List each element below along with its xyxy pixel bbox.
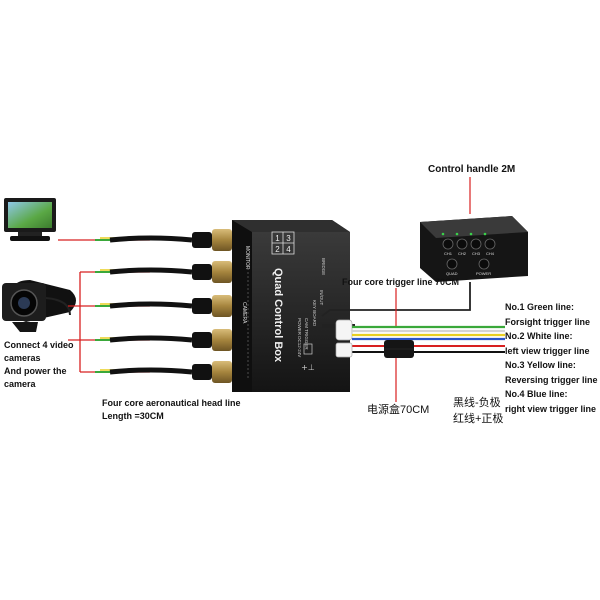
cable-4-boot bbox=[192, 332, 212, 348]
camera-mount bbox=[12, 322, 38, 332]
legend-line-6: Reversing trigger line bbox=[505, 374, 598, 385]
channel-number-3: 3 bbox=[286, 234, 291, 243]
camera-cable bbox=[45, 297, 71, 316]
cable-5-jacket bbox=[109, 367, 193, 375]
handle-button-power bbox=[478, 258, 490, 270]
aero-line-label-2: Length =30CM bbox=[102, 411, 164, 422]
trigger-plug bbox=[335, 319, 353, 341]
box-top-edge bbox=[232, 220, 350, 232]
handle-label-power: POWER bbox=[476, 271, 491, 276]
monitor-stand bbox=[10, 236, 50, 241]
legend-line-3: No.2 White line: bbox=[505, 331, 573, 342]
aero-cable-3 bbox=[95, 295, 232, 317]
channel-number-4: 4 bbox=[286, 245, 291, 254]
handle-cable bbox=[321, 282, 471, 317]
legend-line-2: Forsight trigger line bbox=[505, 316, 591, 327]
channel-grid: 1 3 2 4 bbox=[271, 231, 295, 255]
legend-line-7: No.4 Blue line: bbox=[505, 389, 568, 400]
aero-cable-1 bbox=[95, 229, 232, 251]
power-plug bbox=[335, 342, 353, 358]
control-handle-title: Control handle 2M bbox=[428, 164, 516, 175]
handle-button-ch3 bbox=[470, 238, 482, 250]
aero-line-label: Four core aeronautical head line Length … bbox=[102, 397, 241, 423]
legend-line-4: left view trigger line bbox=[505, 345, 590, 356]
cable-5-connector bbox=[212, 361, 232, 383]
cable-5-boot bbox=[192, 364, 212, 380]
power-port-label: POWER DC12-24V bbox=[297, 318, 302, 357]
monitor bbox=[4, 198, 56, 241]
cable-2-boot bbox=[192, 264, 212, 280]
handle-label-quad: QUAD bbox=[446, 271, 458, 276]
trigger-port-label: CAM TRIGGER bbox=[304, 318, 309, 350]
connect-cameras-line-1: Connect 4 video bbox=[4, 340, 74, 350]
trigger-harness bbox=[322, 319, 505, 341]
cable-3-connector bbox=[212, 295, 232, 317]
polarity-symbol: +⊥ bbox=[301, 363, 315, 372]
handle-label-ch1: CH1 bbox=[444, 251, 453, 256]
handle-button-ch2 bbox=[456, 238, 468, 250]
handle-led-4 bbox=[483, 232, 487, 236]
polarity-label: 黑线-负极 红线+正极 bbox=[453, 396, 503, 428]
legend-line-1: No.1 Green line: bbox=[505, 302, 575, 312]
handle-led-1 bbox=[441, 232, 445, 236]
line-legend: No.1 Green line: Forsight trigger line N… bbox=[505, 300, 598, 417]
handle-top bbox=[420, 216, 528, 238]
camera-lens-glass bbox=[18, 297, 30, 309]
connect-cameras-line-4: camera bbox=[4, 379, 36, 390]
cable-3-boot bbox=[192, 298, 212, 314]
connect-cameras-label: Connect 4 video cameras And power the ca… bbox=[4, 339, 74, 391]
cable-4-jacket bbox=[109, 335, 193, 343]
trigger-line-label: Four core trigger line 70CM bbox=[342, 277, 460, 287]
monitor-port-label: MONITOR bbox=[244, 246, 250, 270]
cable-1-boot bbox=[192, 232, 212, 248]
channel-number-1: 1 bbox=[275, 234, 280, 243]
handle-button-ch1 bbox=[442, 238, 454, 250]
control-handle: CH1 CH2 CH3 CH4 QUAD POWER bbox=[321, 216, 528, 317]
callout-lines bbox=[395, 177, 471, 402]
monitor-screen bbox=[8, 202, 52, 228]
power-box-label: 电源盒70CM bbox=[367, 404, 430, 416]
connect-cameras-line-2: cameras bbox=[4, 353, 41, 364]
legend-line-8: right view trigger line bbox=[505, 404, 597, 415]
bridge-port-label: BRIDGE bbox=[321, 258, 326, 275]
polarity-red: 红线+正极 bbox=[453, 412, 504, 425]
cable-1-jacket bbox=[109, 235, 193, 243]
handle-button-quad bbox=[446, 258, 458, 270]
cable-3-jacket bbox=[109, 301, 193, 309]
power-harness bbox=[335, 340, 505, 358]
camera bbox=[2, 280, 77, 332]
inout-port-label: IN/OUT bbox=[319, 290, 324, 306]
camera-port-label: CAMERA bbox=[241, 302, 247, 324]
quad-control-box: 1 3 2 4 MONITOR CAMERA Quad Control Box … bbox=[232, 220, 350, 392]
power-symbol bbox=[303, 343, 313, 355]
cable-1-connector bbox=[212, 229, 232, 251]
cable-4-connector bbox=[212, 329, 232, 351]
polarity-black: 黑线-负极 bbox=[453, 397, 501, 409]
channel-number-2: 2 bbox=[275, 245, 280, 254]
handle-label-ch2: CH2 bbox=[458, 251, 467, 256]
cable-2-jacket bbox=[109, 267, 193, 275]
box-face bbox=[252, 232, 350, 392]
box-brand-label: Quad Control Box bbox=[272, 268, 284, 363]
aero-cables bbox=[95, 229, 232, 383]
aero-cable-4 bbox=[95, 329, 232, 351]
cable-2-connector bbox=[212, 261, 232, 283]
aero-cable-5 bbox=[95, 361, 232, 383]
connect-cameras-line-3: And power the bbox=[4, 366, 67, 377]
keyboard-port-label: KEY BOARD bbox=[312, 300, 317, 327]
handle-led-2 bbox=[455, 232, 459, 236]
aero-cable-2 bbox=[95, 261, 232, 283]
aero-line-label-1: Four core aeronautical head line bbox=[102, 398, 241, 408]
monitor-neck bbox=[18, 232, 42, 236]
handle-label-ch3: CH3 bbox=[472, 251, 481, 256]
handle-led-3 bbox=[469, 232, 473, 236]
legend-line-5: No.3 Yellow line: bbox=[505, 360, 576, 371]
handle-button-ch4 bbox=[484, 238, 496, 250]
handle-label-ch4: CH4 bbox=[486, 251, 495, 256]
